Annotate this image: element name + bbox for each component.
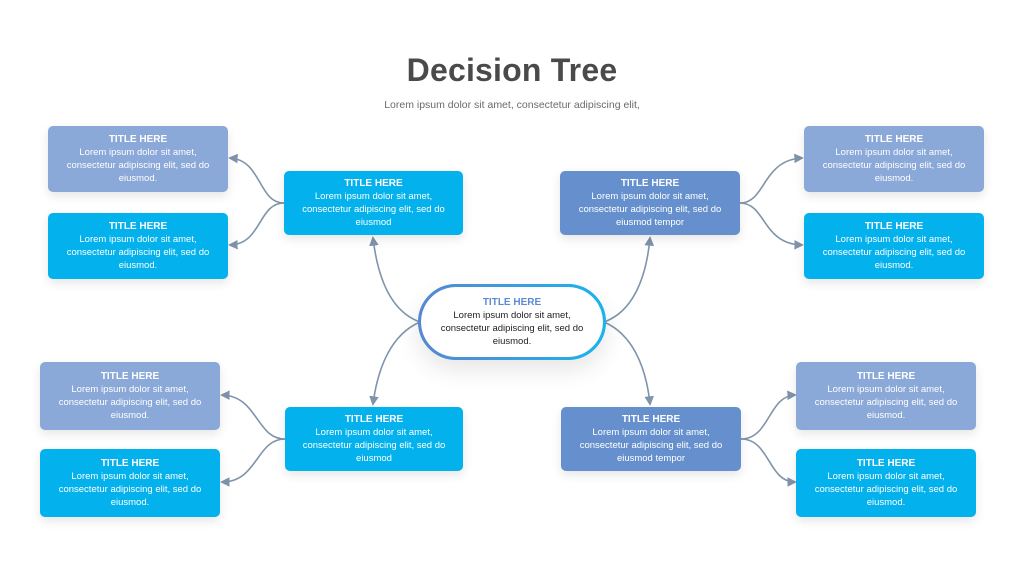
node-text: eiusmod. (492, 336, 532, 347)
leaf-node-bl-1: TITLE HERE Lorem ipsum dolor sit amet, c… (40, 362, 220, 430)
connector-center-to-branch-tl (369, 236, 421, 323)
node-text: eiusmod. (874, 260, 914, 271)
node-text: Lorem ipsum dolor sit amet, (315, 427, 433, 438)
node-text: Lorem ipsum dolor sit amet, (827, 471, 945, 482)
node-text: eiusmod (355, 217, 392, 228)
node-text: eiusmod. (110, 497, 150, 508)
node-text: Lorem ipsum dolor sit amet, (71, 384, 189, 395)
node-title: TITLE HERE (100, 371, 160, 382)
node-text: Lorem ipsum dolor sit amet, (314, 191, 433, 202)
node-text: Lorem ipsum dolor sit amet, (827, 384, 945, 395)
node-title: TITLE HERE (864, 134, 924, 145)
node-text: Lorem ipsum dolor sit amet, (591, 191, 709, 202)
connector-center-to-branch-bl (369, 321, 421, 406)
node-text: eiusmod (356, 453, 392, 464)
leaf-node-tr-2: TITLE HERE Lorem ipsum dolor sit amet, c… (804, 213, 984, 279)
node-text: consectetur adipiscing elit, sed do (822, 247, 966, 258)
node-text: Lorem ipsum dolor sit amet, (835, 234, 953, 245)
node-text: consectetur adipiscing elit, sed do (302, 440, 446, 451)
leaf-node-bl-2: TITLE HERE Lorem ipsum dolor sit amet, c… (40, 449, 220, 517)
node-text: eiusmod tempor (616, 453, 686, 464)
node-text: eiusmod. (866, 410, 906, 421)
connector-tl-leaf-1 (228, 153, 285, 204)
node-text: consectetur adipiscing elit, sed do (58, 397, 202, 408)
node-text: consectetur adipiscing elit, sed do (66, 247, 210, 258)
connector-tr-leaf-1 (739, 153, 804, 204)
leaf-node-tl-1: TITLE HERE Lorem ipsum dolor sit amet, c… (48, 126, 228, 192)
connector-bl-leaf-2 (220, 438, 286, 487)
node-text: eiusmod. (118, 260, 158, 271)
node-text: Lorem ipsum dolor sit amet, (79, 234, 197, 245)
page-title: Decision Tree (406, 52, 618, 88)
node-text: consectetur adipiscing elit, sed do (58, 484, 202, 495)
leaf-node-tl-2: TITLE HERE Lorem ipsum dolor sit amet, c… (48, 213, 228, 279)
node-text: Lorem ipsum dolor sit amet, (835, 147, 953, 158)
node-text: eiusmod. (110, 410, 150, 421)
connector-br-leaf-1 (740, 390, 797, 440)
node-text: consectetur adipiscing elit, sed do (814, 484, 958, 495)
node-text: consectetur adipiscing elit, sed do (578, 204, 722, 215)
node-text: consectetur adipiscing elit, sed do (66, 160, 210, 171)
node-text: eiusmod tempor (615, 217, 685, 228)
branch-node-tl: TITLE HERE Lorem ipsum dolor sit amet, c… (284, 171, 463, 235)
node-text: eiusmod. (866, 497, 906, 508)
node-text: consectetur adipiscing elit, sed do (814, 397, 958, 408)
node-text: Lorem ipsum dolor sit amet, (453, 310, 571, 321)
node-title: TITLE HERE (482, 297, 542, 308)
page-subtitle: Lorem ipsum dolor sit amet, consectetur … (384, 99, 640, 111)
connector-tl-leaf-2 (228, 202, 285, 250)
connector-br-leaf-2 (740, 438, 797, 487)
root-node: TITLE HERE Lorem ipsum dolor sit amet, c… (418, 284, 606, 360)
node-title: TITLE HERE (344, 414, 404, 425)
node-title: TITLE HERE (108, 134, 168, 145)
connector-center-to-branch-tr (603, 236, 655, 323)
node-text: eiusmod. (118, 173, 158, 184)
leaf-node-br-2: TITLE HERE Lorem ipsum dolor sit amet, c… (796, 449, 976, 517)
node-text: eiusmod. (874, 173, 914, 184)
node-text: Lorem ipsum dolor sit amet, (592, 427, 710, 438)
branch-node-br: TITLE HERE Lorem ipsum dolor sit amet, c… (561, 407, 741, 471)
node-title: TITLE HERE (864, 221, 924, 232)
node-title: TITLE HERE (344, 178, 403, 189)
leaf-node-br-1: TITLE HERE Lorem ipsum dolor sit amet, c… (796, 362, 976, 430)
node-text: Lorem ipsum dolor sit amet, (79, 147, 197, 158)
node-title: TITLE HERE (100, 458, 160, 469)
node-title: TITLE HERE (856, 458, 916, 469)
node-text: consectetur adipiscing elit, sed do (440, 323, 584, 334)
node-text: Lorem ipsum dolor sit amet, (71, 471, 189, 482)
node-text: consectetur adipiscing elit, sed do (302, 204, 445, 215)
node-text: consectetur adipiscing elit, sed do (579, 440, 723, 451)
node-title: TITLE HERE (621, 414, 681, 425)
node-title: TITLE HERE (620, 178, 680, 189)
connector-center-to-branch-br (603, 321, 654, 406)
connector-bl-leaf-1 (220, 390, 286, 440)
node-text: consectetur adipiscing elit, sed do (822, 160, 966, 171)
node-title: TITLE HERE (856, 371, 916, 382)
leaf-node-tr-1: TITLE HERE Lorem ipsum dolor sit amet, c… (804, 126, 984, 192)
node-title: TITLE HERE (108, 221, 168, 232)
connector-tr-leaf-2 (739, 202, 804, 250)
branch-node-bl: TITLE HERE Lorem ipsum dolor sit amet, c… (285, 407, 463, 471)
branch-node-tr: TITLE HERE Lorem ipsum dolor sit amet, c… (560, 171, 740, 235)
